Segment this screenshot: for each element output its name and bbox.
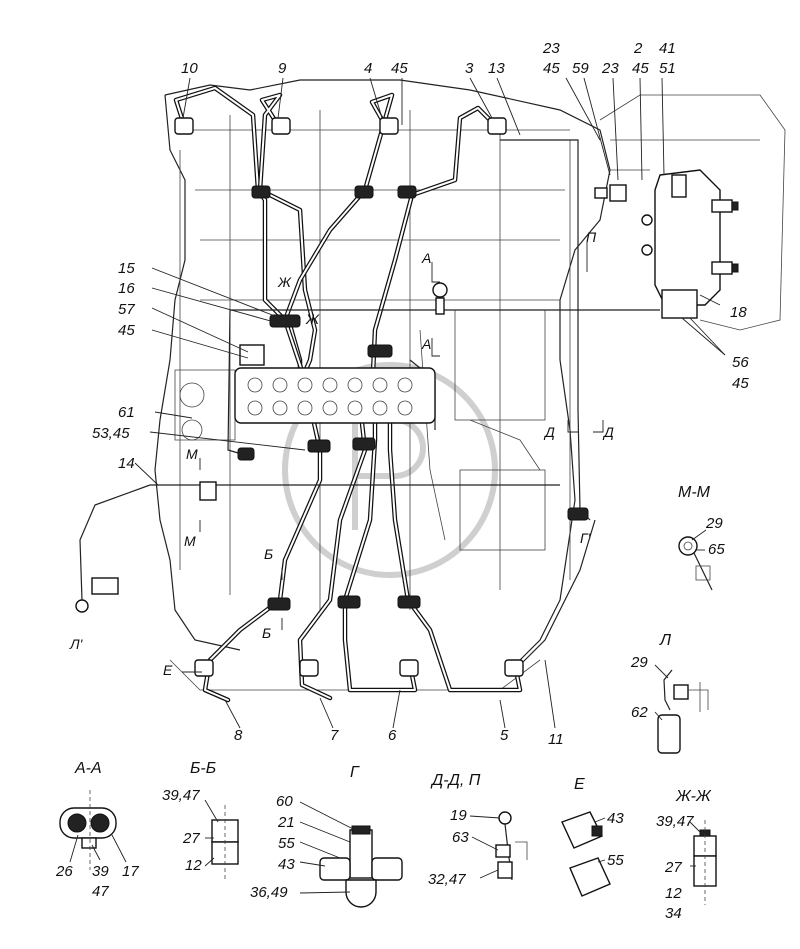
callout-15: 15 (118, 260, 135, 277)
callout-7: 7 (330, 727, 339, 744)
callout-56: 56 (732, 354, 749, 371)
l-label-29: 29 (631, 654, 648, 671)
section-mark-d-right: Д (604, 424, 614, 440)
aa-label-47: 47 (92, 883, 109, 900)
g-label-21: 21 (278, 814, 295, 831)
section-mark-d-left: Д (545, 424, 555, 440)
section-mark-l: Л' (70, 636, 83, 652)
bb-label-27: 27 (183, 830, 200, 847)
view-title-g: Г (350, 764, 359, 781)
callout-45-top: 45 (391, 60, 408, 77)
callout-53-45: 53,45 (92, 425, 130, 442)
section-mark-a-bottom: А (422, 336, 432, 352)
l-label-62: 62 (631, 704, 648, 721)
bb-label-39-47: 39,47 (162, 787, 200, 804)
leader-lines (134, 77, 726, 729)
callout-16: 16 (118, 280, 135, 297)
view-title-mm: М-М (678, 484, 710, 501)
callout-4: 4 (364, 60, 373, 77)
callout-11: 11 (548, 731, 564, 748)
detail-view-zhzh-drawing (689, 820, 717, 905)
callout-57: 57 (118, 301, 135, 318)
callout-45-d: 45 (118, 322, 135, 339)
detail-view-e-drawing (561, 811, 611, 897)
g-label-36-49: 36,49 (250, 884, 288, 901)
section-mark-p: П (586, 229, 597, 245)
detail-view-bb-drawing (204, 799, 239, 880)
callout-10: 10 (181, 60, 198, 77)
section-mark-m-bottom: М (184, 533, 196, 549)
callout-9: 9 (278, 60, 287, 77)
view-title-dd: Д-Д, П (432, 772, 481, 789)
dd-label-32-47: 32,47 (428, 871, 466, 888)
section-mark-g: Г' (580, 530, 591, 546)
dd-label-63: 63 (452, 829, 469, 846)
detail-view-aa-drawing (59, 790, 127, 870)
callout-6: 6 (388, 727, 397, 744)
mm-label-65: 65 (708, 541, 725, 558)
callout-41: 41 (659, 40, 676, 57)
section-mark-zh-top: Ж (278, 274, 291, 290)
detail-view-l-drawing (654, 664, 709, 754)
callout-23-a: 23 (543, 40, 560, 57)
bb-label-12: 12 (185, 857, 202, 874)
section-mark-b-bottom: Б (262, 625, 272, 641)
fuel-injection-pump (234, 367, 436, 424)
callout-45-c: 45 (632, 60, 649, 77)
view-title-aa: А-А (75, 760, 102, 777)
g-label-43: 43 (278, 856, 295, 873)
e-label-55: 55 (607, 852, 624, 869)
view-title-l: Л (660, 632, 671, 649)
view-title-bb: Б-Б (190, 760, 217, 777)
detail-view-mm-drawing (678, 529, 713, 591)
aa-label-39: 39 (92, 863, 109, 880)
view-title-e: Е (574, 776, 585, 793)
detail-view-g-drawing (299, 801, 403, 908)
callout-14: 14 (118, 455, 135, 472)
callout-8: 8 (234, 727, 243, 744)
fuel-filter-housing (594, 169, 739, 319)
aa-label-17: 17 (122, 863, 139, 880)
callout-59: 59 (572, 60, 589, 77)
zhzh-label-39-47: 39,47 (656, 813, 694, 830)
g-label-55: 55 (278, 835, 295, 852)
g-label-60: 60 (276, 793, 293, 810)
section-cut-lines (182, 242, 604, 673)
callout-61: 61 (118, 404, 135, 421)
zhzh-label-34: 34 (665, 905, 682, 922)
callout-45-b: 45 (543, 60, 560, 77)
callout-45-e: 45 (732, 375, 749, 392)
callout-2: 2 (634, 40, 643, 57)
callout-23-b: 23 (602, 60, 619, 77)
callout-18: 18 (730, 304, 747, 321)
dd-label-19: 19 (450, 807, 467, 824)
detail-view-dd-drawing (469, 811, 528, 881)
callout-5: 5 (500, 727, 509, 744)
mm-label-29: 29 (706, 515, 723, 532)
section-mark-e: Е (163, 662, 173, 678)
aa-label-26: 26 (56, 863, 73, 880)
e-label-43: 43 (607, 810, 624, 827)
callout-3: 3 (465, 60, 474, 77)
zhzh-label-12: 12 (665, 885, 682, 902)
view-title-zhzh: Ж-Ж (676, 788, 711, 805)
injector-fittings (75, 117, 589, 677)
section-mark-b-top: Б (264, 546, 274, 562)
callout-13: 13 (488, 60, 505, 77)
callout-51: 51 (659, 60, 676, 77)
section-mark-m-top: М (186, 446, 198, 462)
section-mark-zh-bottom: Ж (306, 311, 319, 327)
zhzh-label-27: 27 (665, 859, 682, 876)
section-mark-a-top: А (422, 250, 432, 266)
